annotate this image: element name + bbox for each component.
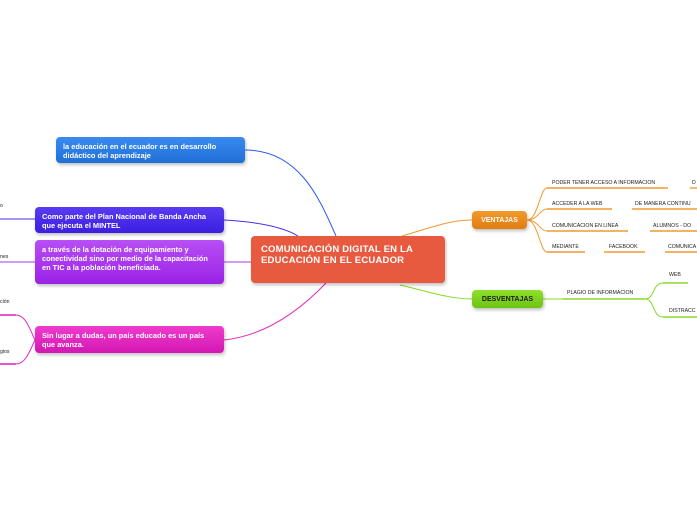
ventajas-node[interactable]: VENTAJAS	[472, 211, 527, 229]
topic-label: Como parte del Plan Nacional de Banda An…	[42, 212, 206, 230]
topic-label: Sin lugar a dudas, un país educado es un…	[42, 331, 205, 349]
ventaja-acceso-child[interactable]: D	[692, 180, 696, 186]
link-topic-2	[223, 219, 299, 237]
desventajas-node[interactable]: DESVENTAJAS	[472, 290, 543, 308]
left-fragment-3: ción	[0, 299, 10, 305]
ventaja-acceder-web[interactable]: ACCEDER A LA WEB	[552, 201, 603, 207]
ventaja-acceder-web-child[interactable]: DE MANERA CONTINU	[635, 201, 691, 207]
link-topic-4-left-b	[15, 339, 36, 365]
topic-education-development[interactable]: la educación en el ecuador es en desarro…	[56, 137, 245, 163]
ventaja-facebook-child[interactable]: COMUNICA	[668, 244, 697, 250]
ventaja-comunicacion-linea[interactable]: COMUNICACION EN LINEA	[552, 223, 619, 229]
desventaja-plagio[interactable]: PLAGIO DE INFORMACION	[567, 290, 634, 296]
left-fragment-2: nes	[0, 254, 9, 260]
left-fragment-4: gios	[0, 349, 10, 355]
topic-pais-educado[interactable]: Sin lugar a dudas, un país educado es un…	[35, 326, 224, 353]
desventaja-web[interactable]: WEB	[669, 272, 681, 278]
link-topic-4	[223, 282, 327, 341]
central-topic[interactable]: COMUNICACIÓN DIGITAL EN LA EDUCACIÓN EN …	[251, 236, 445, 283]
link-topic-4-left-a	[15, 314, 36, 341]
topic-dotacion-equipamiento[interactable]: a través de la dotación de equipamiento …	[35, 240, 224, 284]
ventaja-facebook[interactable]: FACEBOOK	[609, 244, 638, 250]
ventaja-comunicacion-child[interactable]: ALUMNOS - DO	[653, 223, 692, 229]
link-ventajas	[401, 219, 473, 237]
desventaja-distraccion[interactable]: DISTRACC	[669, 308, 696, 314]
ventaja-mediante[interactable]: MEDIANTE	[552, 244, 579, 250]
ventaja-acceso-informacion[interactable]: PODER TENER ACCESO A INFORMACION	[552, 180, 656, 186]
link-topic-1	[244, 149, 337, 237]
topic-label: la educación en el ecuador es en desarro…	[63, 142, 217, 160]
link-desventajas	[399, 284, 473, 300]
topic-label: a través de la dotación de equipamiento …	[42, 245, 208, 272]
topic-plan-banda-ancha[interactable]: Como parte del Plan Nacional de Banda An…	[35, 207, 224, 233]
desventajas-label: DESVENTAJAS	[481, 296, 534, 303]
left-fragment-1: o	[0, 203, 3, 209]
ventajas-label: VENTAJAS	[481, 217, 518, 224]
central-topic-label: COMUNICACIÓN DIGITAL EN LA EDUCACIÓN EN …	[261, 244, 413, 266]
